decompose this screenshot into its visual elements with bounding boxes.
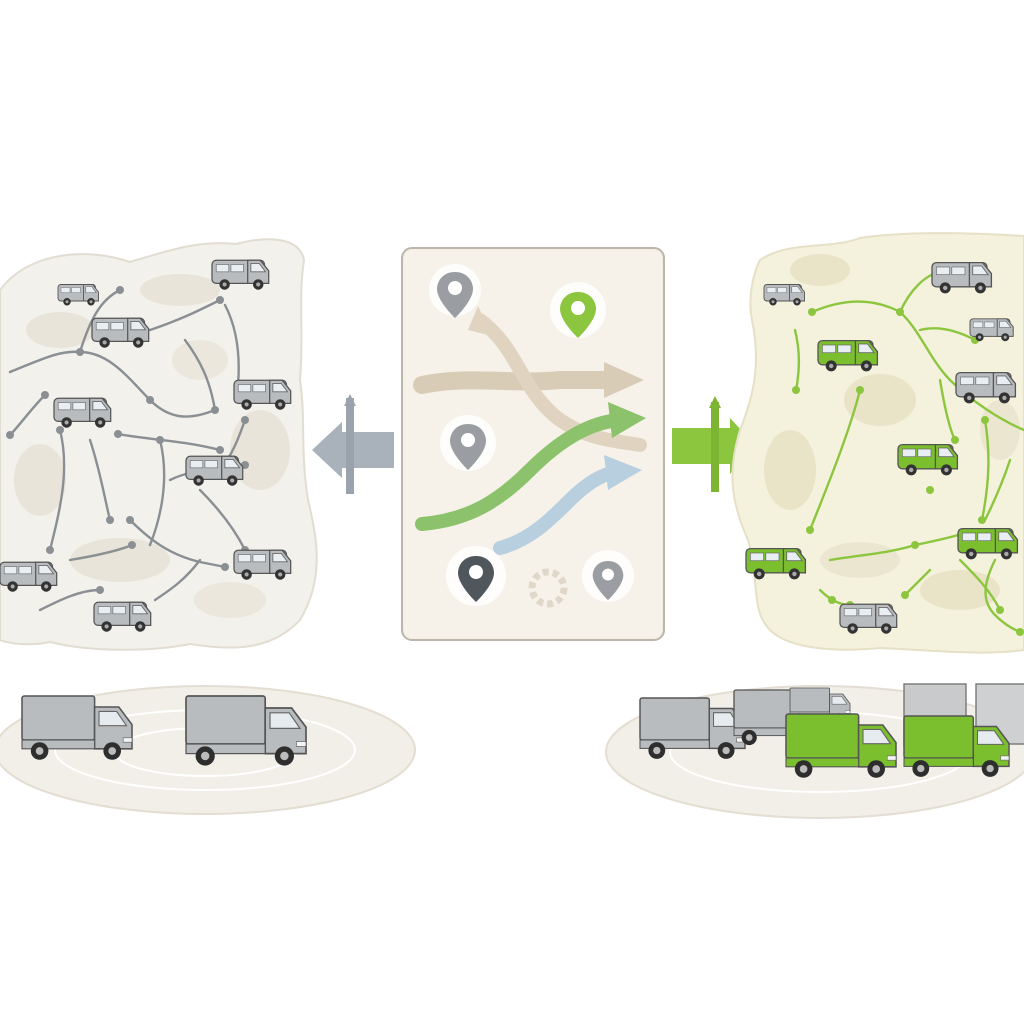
arrow-left-icon	[312, 394, 394, 494]
left-depot	[0, 685, 416, 815]
route-optimization-panel	[401, 247, 665, 641]
left-map	[0, 238, 318, 651]
route-arrow-blue	[493, 465, 622, 555]
route-arrow-beige-curve	[473, 313, 647, 452]
gear-icon	[528, 568, 568, 608]
right-depot	[605, 683, 1024, 819]
route-arrow-green	[415, 413, 627, 531]
right-map	[731, 232, 1024, 654]
route-arrow-beige	[413, 371, 619, 394]
